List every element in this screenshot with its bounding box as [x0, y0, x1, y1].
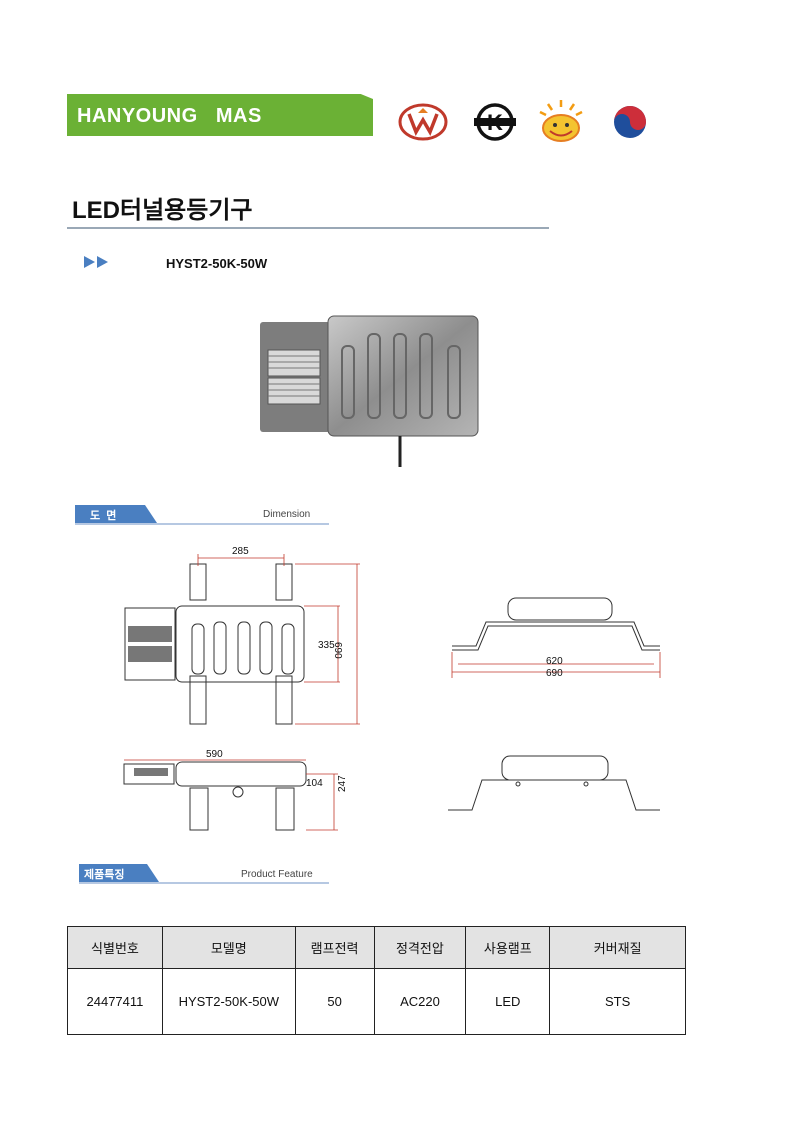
feature-section-label: 제품특징: [84, 869, 125, 881]
w-certification-icon: [398, 103, 448, 141]
title-underline: [67, 227, 549, 229]
product-photo: [260, 315, 479, 467]
dim-side-inner: 620: [546, 656, 563, 667]
double-arrow-icon: [84, 256, 108, 268]
feature-section-title: Product Feature: [241, 869, 313, 880]
header-voltage: 정격전압: [373, 926, 467, 969]
table-row: 24477411 HYST2-50K-50W 50 AC220 LED STS: [67, 968, 686, 1035]
top-view-drawing: [124, 554, 360, 725]
svg-text:K: K: [487, 110, 503, 135]
dimension-section-label: 도 면: [90, 510, 117, 522]
cell-cover: STS: [549, 968, 686, 1035]
cell-id: 24477411: [67, 968, 163, 1035]
k-certification-icon: K: [474, 103, 516, 141]
feature-section-header: [79, 864, 329, 884]
dim-front-height: 247: [337, 775, 348, 792]
cell-power: 50: [294, 968, 375, 1035]
page-title: LED터널용등기구: [72, 197, 253, 224]
taegeuk-certification-icon: [614, 106, 646, 138]
header-id: 식별번호: [67, 926, 163, 969]
dim-front-length: 590: [206, 749, 223, 760]
dim-top-inner-height: 335: [318, 640, 335, 651]
dim-front-depth: 104: [306, 778, 323, 789]
header-power: 램프전력: [294, 926, 375, 969]
dim-top-width: 285: [232, 546, 249, 557]
brand-banner: HANYOUNG MAS: [67, 94, 373, 136]
header-lamp: 사용램프: [465, 926, 551, 969]
spec-table-header-row: 식별번호 모델명 램프전력 정격전압 사용램프 커버재질: [67, 926, 686, 969]
cell-lamp: LED: [465, 968, 551, 1035]
dim-side-outer: 690: [546, 668, 563, 679]
model-label: HYST2-50K-50W: [166, 256, 268, 271]
dimension-section-title: Dimension: [263, 509, 311, 520]
end-view-drawing: [448, 755, 660, 811]
cell-voltage: AC220: [373, 968, 467, 1035]
dimension-section-header: [75, 505, 329, 525]
header-model: 모델명: [161, 926, 296, 969]
cell-model: HYST2-50K-50W: [161, 968, 296, 1035]
smiley-certification-icon: [539, 100, 583, 142]
dim-top-total-height: 690: [332, 642, 343, 659]
header-cover: 커버재질: [549, 926, 686, 969]
brand-name: HANYOUNG MAS: [77, 105, 262, 127]
side-view-drawing: [451, 597, 661, 678]
spec-table: 식별번호 모델명 램프전력 정격전압 사용램프 커버재질 24477411 HY…: [67, 926, 686, 1035]
front-view-drawing: [123, 759, 338, 831]
